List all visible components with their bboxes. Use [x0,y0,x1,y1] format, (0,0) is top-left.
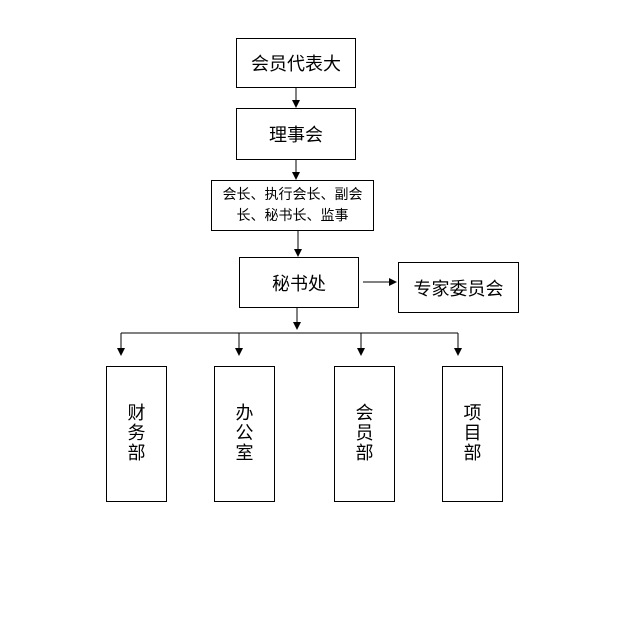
node-expert-committee-label: 专家委员会 [413,278,504,300]
node-finance-dept: 财务部 [106,366,167,502]
node-finance-dept-label: 财务部 [127,403,146,464]
node-leadership-label: 会长、执行会长、副会长、秘书长、监事 [222,186,363,224]
node-office: 办公室 [214,366,275,502]
node-projects-dept: 项目部 [442,366,503,502]
node-secretariat-label: 秘书处 [272,273,326,295]
node-council-label: 理事会 [269,125,323,146]
node-member-congress-label: 会员代表大 [251,54,341,75]
node-membership-dept-label: 会员部 [355,403,374,464]
node-leadership: 会长、执行会长、副会长、秘书长、监事 [211,180,374,231]
node-council: 理事会 [236,108,356,160]
node-projects-dept-label: 项目部 [463,403,482,464]
node-expert-committee: 专家委员会 [398,262,519,313]
node-secretariat: 秘书处 [239,257,359,308]
node-member-congress: 会员代表大 [236,38,356,88]
node-office-label: 办公室 [235,403,254,464]
node-membership-dept: 会员部 [334,366,395,502]
